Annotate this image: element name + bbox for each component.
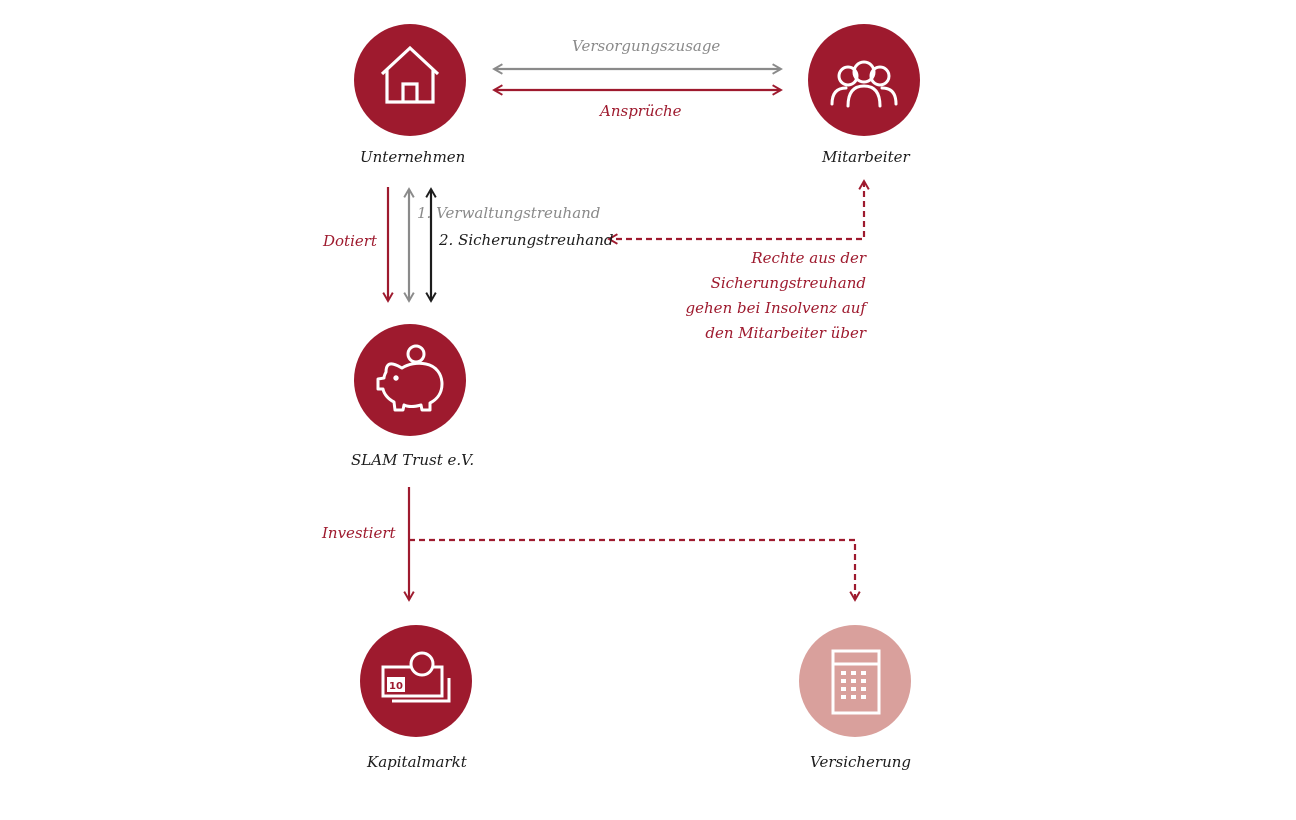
people-icon (830, 60, 898, 108)
trust-label: SLAM Trust e.V. (351, 451, 475, 469)
insurance-label: Versicherung (810, 753, 912, 771)
funded-label: Dotiert (323, 232, 377, 250)
employee-label: Mitarbeiter (822, 148, 910, 166)
insolvency-rights-arrow (607, 179, 870, 245)
invested-label: Investiert (322, 524, 396, 542)
house-icon (380, 45, 440, 104)
document-icon (831, 649, 881, 715)
insolvency-note-line: Rechte aus der (751, 249, 866, 267)
employee-node (808, 24, 920, 136)
pension-commitment-label: Versorgungszusage (572, 37, 721, 55)
insurance-dashed-arrow (409, 538, 861, 602)
insolvency-note-line: Sicherungstreuhand (710, 274, 866, 292)
capital-market-node: 10 (360, 625, 472, 737)
security-trust-label: 2. Sicherungstreuhand (439, 231, 614, 249)
insolvency-note-line: den Mitarbeiter über (705, 324, 866, 342)
piggy-bank-icon (376, 344, 444, 412)
capital-market-label: Kapitalmarkt (367, 753, 467, 771)
company-label: Unternehmen (360, 148, 466, 166)
insurance-node (799, 625, 911, 737)
claims-label: Ansprüche (600, 102, 682, 120)
company-node (354, 24, 466, 136)
admin-trust-label: 1. Verwaltungstreuhand (417, 204, 601, 222)
insolvency-note: Rechte aus der Sicherungstreuhand gehen … (686, 246, 866, 346)
trust-node (354, 324, 466, 436)
money-icon: 10 (381, 651, 451, 703)
money-value: 10 (389, 681, 403, 692)
insolvency-note-line: gehen bei Insolvenz auf (685, 299, 866, 317)
